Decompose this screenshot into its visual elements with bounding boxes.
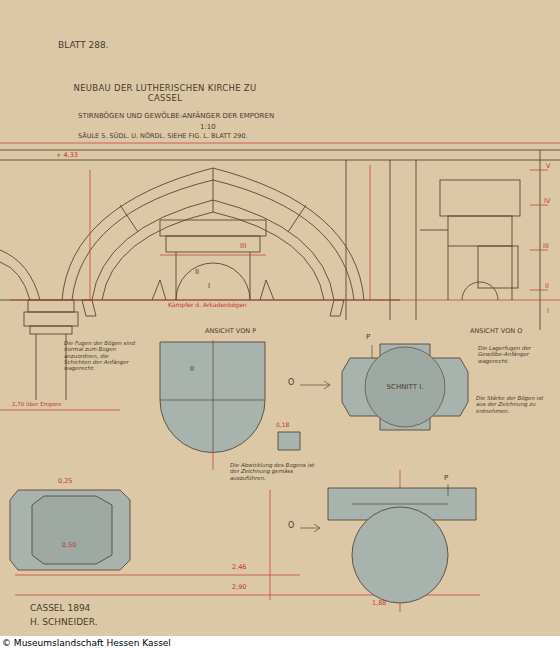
dimension-label: V bbox=[546, 163, 550, 170]
drawing-note: O bbox=[288, 378, 294, 387]
architectural-drawing bbox=[0, 0, 560, 636]
section-label: SCHNITT I. bbox=[387, 383, 424, 391]
drawing-note: CASSEL 1894 bbox=[30, 603, 90, 613]
dimension-label: I bbox=[547, 308, 549, 315]
dimension-label: Kämpfer d. Arkadenbögen bbox=[168, 302, 247, 309]
drawing-note: SÄULE 5. SÜDL. U. NÖRDL. SIEHE FIG. L. B… bbox=[78, 133, 248, 140]
drawing-note: ANSICHT VON P bbox=[205, 328, 256, 335]
drawing-note: BLATT 288. bbox=[58, 40, 109, 50]
dimension-label: 2,90 bbox=[232, 584, 246, 591]
drawing-note: 1:10 bbox=[200, 123, 216, 131]
drawing-note: P bbox=[444, 474, 448, 482]
drawing-note: ANSICHT VON O bbox=[470, 328, 522, 335]
drawing-note: O bbox=[288, 521, 294, 530]
drawing-title: NEUBAU DER LUTHERISCHEN KIRCHE ZU CASSEL bbox=[70, 84, 260, 104]
dimension-label: 0,18 bbox=[276, 422, 289, 429]
drawing-note: II bbox=[195, 268, 199, 276]
section-plan: SCHNITT I. bbox=[340, 342, 470, 432]
copyright-note: © Museumslandschaft Hessen Kassel bbox=[2, 638, 171, 648]
dimension-label: III bbox=[543, 243, 549, 250]
dimension-label: 0,50 bbox=[62, 542, 76, 549]
dimension-label: + 4,33 bbox=[56, 152, 78, 159]
drawing-note: Die Stärke der Bögen ist aus der Zeichnu… bbox=[476, 395, 548, 414]
drawing-note: H. SCHNEIDER. bbox=[30, 617, 98, 627]
dimension-label: 0,25 bbox=[58, 478, 72, 485]
dimension-label: 1,88 bbox=[372, 600, 386, 607]
drawing-note: Die Abwicklung des Bogens ist der Zeichn… bbox=[230, 462, 318, 481]
drawing-note: Die Lagerfugen der Gewölbe-Anfänger wage… bbox=[478, 345, 548, 364]
dimension-label: 2,70 über Empore bbox=[12, 401, 62, 407]
dimension-label: III bbox=[240, 242, 246, 250]
dimension-label: 2,46 bbox=[232, 564, 246, 571]
drawing-note: P bbox=[366, 333, 370, 341]
drawing-note: I bbox=[208, 282, 210, 290]
dimension-label: IV bbox=[544, 198, 550, 205]
drawing-note: STIRNBÖGEN UND GEWÖLBE-ANFÄNGER DER EMPO… bbox=[78, 112, 274, 120]
drawing-note: II bbox=[190, 365, 194, 373]
drawing-note: Die Fugen der Bögen sind normal zum Boge… bbox=[64, 340, 136, 372]
dimension-label: II bbox=[545, 283, 549, 290]
